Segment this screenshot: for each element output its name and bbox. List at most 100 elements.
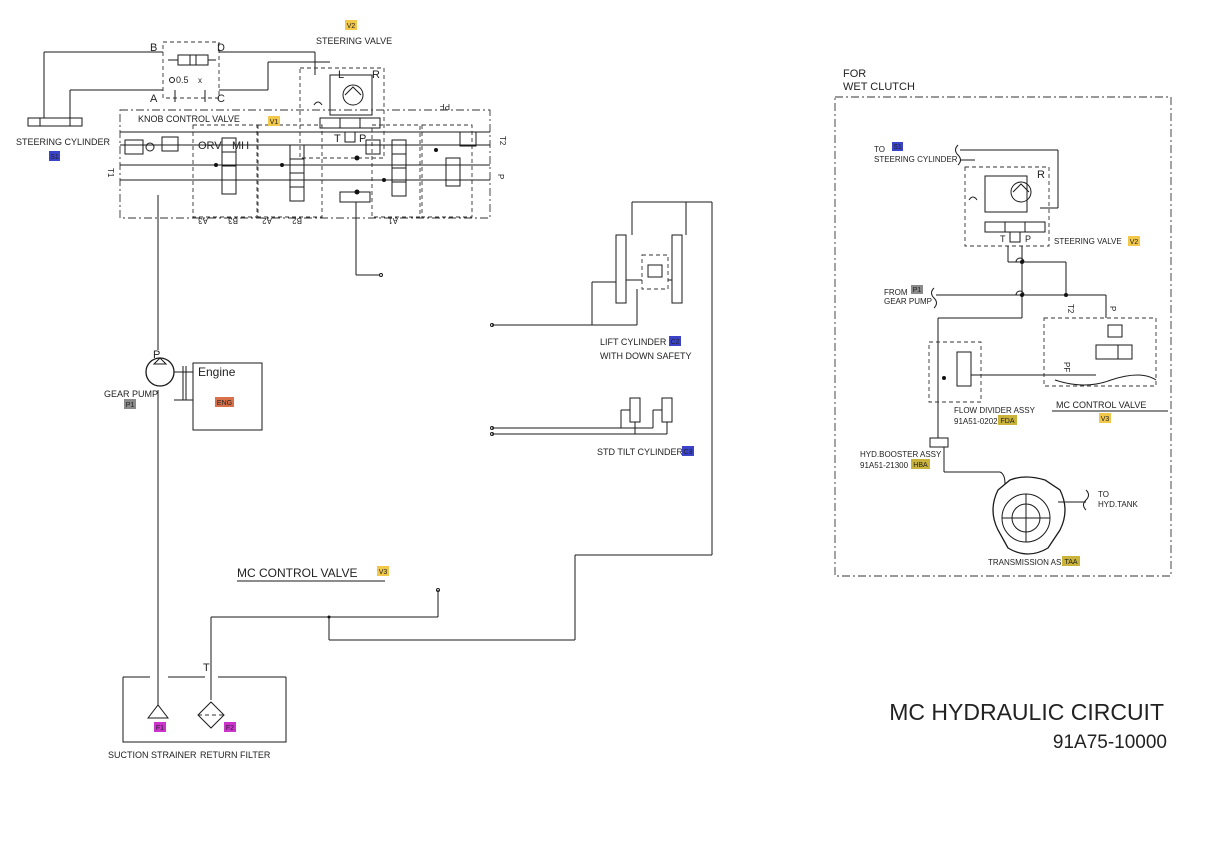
svg-text:T: T bbox=[334, 133, 341, 145]
tag-taa-box bbox=[1062, 556, 1080, 566]
steering-valve-label-group: V2 STEERING VALVE bbox=[316, 20, 392, 46]
tag-v2-right-box bbox=[1128, 236, 1140, 246]
steering-valve-label: STEERING VALVE bbox=[316, 36, 392, 46]
svg-text:F2: F2 bbox=[226, 725, 234, 732]
svg-text:P: P bbox=[359, 133, 366, 145]
svg-text:P: P bbox=[496, 174, 505, 179]
lift-cylinder: LIFT CYLINDER WITH DOWN SAFETY C2 bbox=[490, 201, 713, 555]
svg-text:A1: A1 bbox=[388, 216, 398, 225]
svg-text:P: P bbox=[1025, 234, 1031, 244]
mc-control-valve-label: MC CONTROL VALVE bbox=[237, 566, 357, 580]
svg-text:D: D bbox=[217, 42, 225, 54]
lift-cylinder-label-2: WITH DOWN SAFETY bbox=[600, 351, 692, 361]
svg-text:R: R bbox=[372, 69, 380, 81]
svg-text:FROM: FROM bbox=[884, 288, 908, 297]
transmission-label: TRANSMISSION ASSY bbox=[988, 558, 1073, 567]
svg-text:T: T bbox=[203, 662, 210, 674]
suction-strainer-label: SUCTION STRAINER bbox=[108, 750, 197, 760]
tag-s1-right-box bbox=[892, 142, 903, 151]
svg-text:A: A bbox=[150, 93, 158, 105]
svg-text:0.5: 0.5 bbox=[176, 75, 189, 85]
svg-text:B: B bbox=[150, 42, 157, 54]
svg-text:HYD.TANK: HYD.TANK bbox=[1098, 500, 1139, 509]
gear-pump: P GEAR PUMP P1 bbox=[104, 349, 193, 409]
svg-text:P1: P1 bbox=[913, 287, 922, 294]
svg-text:C: C bbox=[217, 93, 225, 105]
tag-p1-right-box bbox=[911, 285, 923, 294]
svg-text:T2: T2 bbox=[498, 136, 507, 146]
svg-text:FDA: FDA bbox=[1001, 418, 1015, 425]
tag-c2-box bbox=[669, 336, 681, 346]
tag-v2-text: V2 bbox=[347, 23, 356, 30]
hyd-booster-part: 91A51-21300 bbox=[860, 461, 909, 470]
svg-text:P: P bbox=[1108, 306, 1117, 311]
tilt-cylinder-label: STD TILT CYLINDER bbox=[597, 447, 684, 457]
tag-c3-box bbox=[682, 446, 694, 456]
svg-text:PF: PF bbox=[440, 102, 450, 111]
svg-text:ORV: ORV bbox=[198, 140, 222, 152]
svg-text:B2: B2 bbox=[292, 216, 302, 225]
svg-text:C3: C3 bbox=[684, 449, 693, 456]
wet-clutch-header-1: FOR bbox=[843, 68, 866, 80]
wet-clutch-header-2: WET CLUTCH bbox=[843, 81, 915, 93]
svg-text:L: L bbox=[338, 69, 344, 81]
svg-text:V1: V1 bbox=[270, 119, 279, 126]
svg-text:PF: PF bbox=[1062, 362, 1071, 372]
svg-text:B3: B3 bbox=[228, 216, 238, 225]
svg-text:A2: A2 bbox=[262, 216, 272, 225]
svg-text:ENG: ENG bbox=[217, 400, 232, 407]
steering-cylinder: STEERING CYLINDER S1 bbox=[16, 51, 163, 161]
wet-clutch-panel: FOR WET CLUTCH TO S1 STEERING CYLINDER R… bbox=[834, 68, 1172, 577]
mc-control-valve-left: MC CONTROL VALVE V3 bbox=[237, 566, 389, 582]
diagram-title: MC HYDRAULIC CIRCUIT bbox=[889, 699, 1164, 725]
svg-text:S1: S1 bbox=[893, 144, 902, 151]
tag-eng-box bbox=[215, 397, 234, 407]
svg-text:C2: C2 bbox=[671, 339, 680, 346]
svg-text:A3: A3 bbox=[198, 216, 208, 225]
svg-text:STEERING CYLINDER: STEERING CYLINDER bbox=[874, 155, 958, 164]
svg-text:MH: MH bbox=[232, 140, 249, 152]
tag-v3-right-box bbox=[1099, 413, 1111, 423]
svg-text:TAA: TAA bbox=[1064, 559, 1077, 566]
engine-label: Engine bbox=[198, 365, 236, 379]
svg-text:S1: S1 bbox=[50, 154, 59, 161]
tilt-cylinder: STD TILT CYLINDER C3 bbox=[490, 397, 694, 457]
flow-divider-part: 91A51-02020 bbox=[954, 417, 1003, 426]
steering-cylinder-label: STEERING CYLINDER bbox=[16, 137, 111, 147]
steering-valve-body: L R T P bbox=[299, 67, 385, 159]
svg-text:x: x bbox=[198, 76, 202, 85]
svg-text:HBA: HBA bbox=[913, 462, 928, 469]
svg-text:R: R bbox=[1037, 169, 1045, 181]
svg-text:TO: TO bbox=[1098, 490, 1109, 499]
tag-f1-box bbox=[154, 722, 166, 732]
orifice-block: B D A C 0.5 x bbox=[150, 41, 225, 105]
svg-text:P1: P1 bbox=[126, 402, 135, 409]
svg-text:V3: V3 bbox=[1101, 416, 1110, 423]
lift-cylinder-label-1: LIFT CYLINDER bbox=[600, 337, 667, 347]
svg-text:GEAR PUMP: GEAR PUMP bbox=[884, 297, 932, 306]
engine-box: Engine ENG bbox=[192, 362, 263, 431]
flow-divider-label: FLOW DIVIDER ASSY bbox=[954, 406, 1036, 415]
svg-text:V3: V3 bbox=[379, 569, 388, 576]
drawing-number: 91A75-10000 bbox=[1053, 732, 1167, 753]
tag-f2-box bbox=[224, 722, 236, 732]
tag-v1-box bbox=[268, 116, 280, 126]
tag-fda-box bbox=[998, 415, 1017, 425]
return-filter-label: RETURN FILTER bbox=[200, 750, 271, 760]
svg-text:TO: TO bbox=[874, 145, 885, 154]
svg-text:F1: F1 bbox=[156, 725, 164, 732]
tag-hba-box bbox=[911, 459, 930, 469]
gear-pump-label: GEAR PUMP bbox=[104, 389, 158, 399]
svg-text:P: P bbox=[153, 349, 160, 361]
hydraulic-tank: T F1 F2 SUCTION STRAINER RETURN FILTER bbox=[108, 662, 287, 760]
svg-text:T2: T2 bbox=[1066, 304, 1075, 314]
tag-v3-box bbox=[377, 566, 389, 576]
hyd-booster-label: HYD.BOOSTER ASSY bbox=[860, 450, 942, 459]
svg-text:V2: V2 bbox=[1130, 239, 1139, 246]
svg-text:T: T bbox=[1000, 234, 1006, 244]
steering-valve-right-label: STEERING VALVE bbox=[1054, 237, 1122, 246]
tag-p1-box bbox=[124, 399, 136, 409]
knob-control-valve-body: KNOB CONTROL VALVE V1 ORV MH bbox=[106, 102, 507, 225]
svg-text:T1: T1 bbox=[106, 168, 115, 178]
